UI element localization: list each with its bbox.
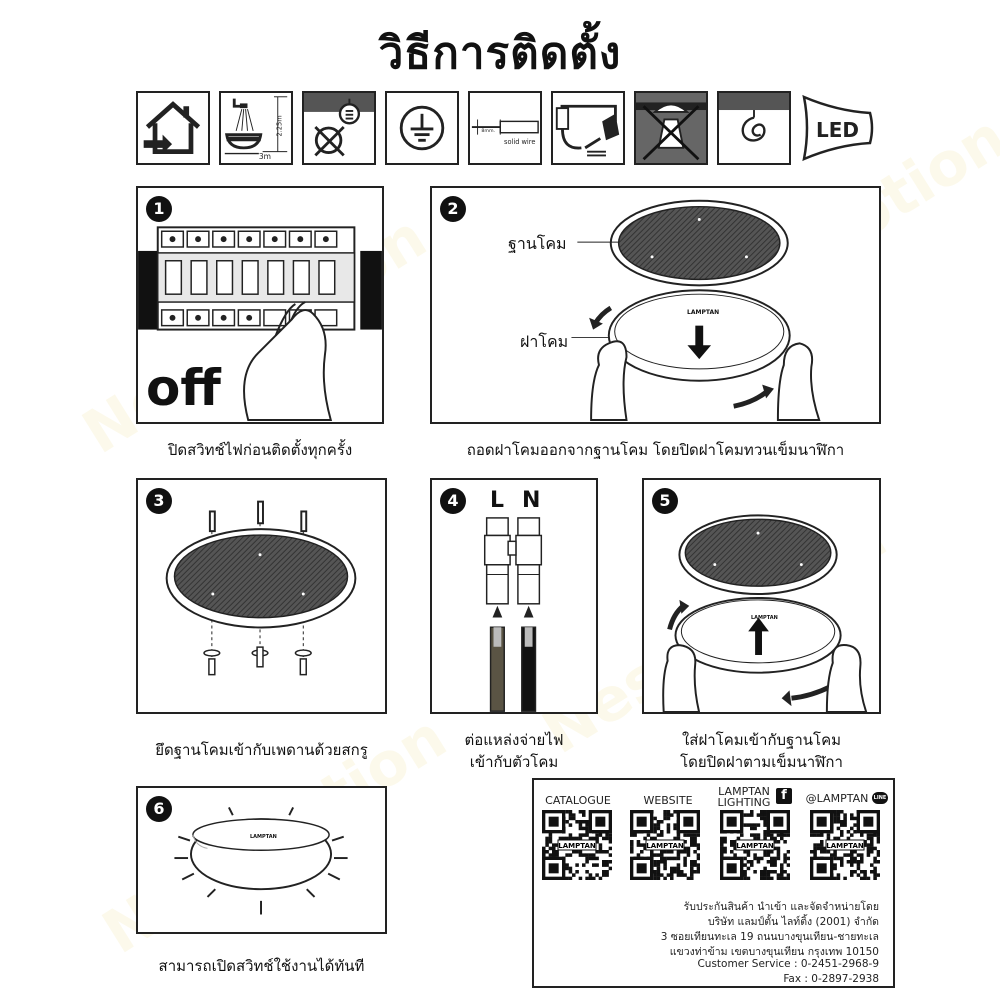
qr-label-catalogue: CATALOGUE bbox=[545, 794, 611, 807]
step-2-caption: ถอดฝาโคมออกจากฐานโคม โดยปิดฝาโคมทวนเข็มน… bbox=[466, 441, 845, 459]
address-line: แขวงท่าข้าม เขตบางขุนเทียน กรุงเทพ 10150 bbox=[669, 946, 879, 958]
step-number: 3 bbox=[146, 488, 172, 514]
led-icon: LED bbox=[800, 91, 874, 165]
brand-label: LAMPTAN bbox=[250, 834, 277, 840]
step-2-panel: 2 ฐานโคม ฝาโคม LAMPTAN bbox=[430, 186, 881, 424]
address-line: รับประกันสินค้า นำเข้า และจัดจำหน่ายโดย bbox=[683, 901, 879, 913]
step-1-panel: 1 off bbox=[136, 186, 384, 424]
address-line: 3 ซอยเทียนทะเล 19 ถนนบางขุนเทียน-ชายทะเล bbox=[660, 931, 879, 943]
line-icon: LINE bbox=[872, 792, 888, 804]
off-label: off bbox=[146, 359, 221, 417]
step-6-panel: 6 LAMPTAN bbox=[136, 786, 387, 934]
ground-icon bbox=[385, 91, 459, 165]
length-label: 8mm. bbox=[481, 128, 495, 134]
facebook-icon: f bbox=[776, 788, 792, 804]
step-3-panel: 3 bbox=[136, 478, 387, 714]
no-dimmer-icon bbox=[302, 91, 376, 165]
neutral-label: N bbox=[522, 488, 541, 513]
qr-center-label: LAMPTAN bbox=[558, 842, 596, 850]
fax: Fax : 0-2897-2938 bbox=[783, 973, 879, 985]
contact-info-box: CATALOGUE WEBSITE LAMPTAN LIGHTING f @LA… bbox=[532, 778, 895, 988]
step-number: 6 bbox=[146, 796, 172, 822]
step-4-caption-line1: ต่อแหล่งจ่ายไฟ bbox=[464, 731, 564, 749]
step-5-caption-line2: โดยปิดฝาตามเข็มนาฬิกา bbox=[680, 753, 843, 771]
wire-label: solid wire bbox=[504, 138, 535, 146]
step-number: 2 bbox=[440, 196, 466, 222]
qr-label-facebook: LAMPTAN LIGHTING bbox=[717, 785, 771, 809]
step-1-caption: ปิดสวิทช์ไฟก่อนติดตั้งทุกครั้ง bbox=[167, 441, 353, 459]
step-number: 4 bbox=[440, 488, 466, 514]
qr-label-website: WEBSITE bbox=[643, 794, 693, 807]
driver-plug-icon bbox=[551, 91, 625, 165]
step-6-caption: สามารถเปิดสวิทช์ใช้งานได้ทันที bbox=[158, 957, 365, 975]
ceiling-mount-icon bbox=[717, 91, 791, 165]
qr-code-website[interactable]: LAMPTAN bbox=[630, 810, 701, 881]
led-label: LED bbox=[816, 118, 859, 142]
qr-code-catalogue[interactable]: LAMPTAN bbox=[542, 810, 613, 881]
step-5-caption-line1: ใส่ฝาโคมเข้ากับฐานโคม bbox=[681, 731, 841, 749]
page-title: วิธีการติดตั้ง bbox=[378, 28, 622, 79]
solid-wire-icon: 8mm. solid wire bbox=[468, 91, 542, 165]
step-3-caption: ยึดฐานโคมเข้ากับเพดานด้วยสกรู bbox=[155, 741, 368, 759]
qr-center-label: LAMPTAN bbox=[826, 842, 864, 850]
step-number: 5 bbox=[652, 488, 678, 514]
step-number: 1 bbox=[146, 196, 172, 222]
qr-label-line: @LAMPTAN bbox=[805, 792, 869, 805]
no-insulation-cover-icon bbox=[634, 91, 708, 165]
live-label: L bbox=[490, 488, 505, 513]
step-4-panel: 4 L N bbox=[430, 478, 598, 714]
qr-code-facebook[interactable]: LAMPTAN bbox=[720, 810, 791, 881]
height-label: 2.25m bbox=[276, 115, 284, 136]
qr-code-line[interactable]: LAMPTAN bbox=[810, 810, 881, 881]
brand-label: LAMPTAN bbox=[751, 615, 778, 621]
cover-label: ฝาโคม bbox=[520, 332, 569, 351]
step-4-caption-line2: เข้ากับตัวโคม bbox=[469, 753, 559, 771]
bathroom-distance-icon: 3m 2.25m bbox=[219, 91, 293, 165]
customer-service: Customer Service : 0-2451-2968-9 bbox=[697, 958, 879, 970]
address-line: บริษัท แลมป์ตั้น ไลท์ติ้ง (2001) จำกัด bbox=[707, 916, 879, 928]
qr-center-label: LAMPTAN bbox=[736, 842, 774, 850]
indoor-use-icon bbox=[136, 91, 210, 165]
step-5-panel: 5 LAMPTAN bbox=[642, 478, 881, 714]
brand-label: LAMPTAN bbox=[687, 309, 720, 316]
width-label: 3m bbox=[259, 152, 271, 161]
base-label: ฐานโคม bbox=[508, 234, 567, 253]
qr-center-label: LAMPTAN bbox=[646, 842, 684, 850]
